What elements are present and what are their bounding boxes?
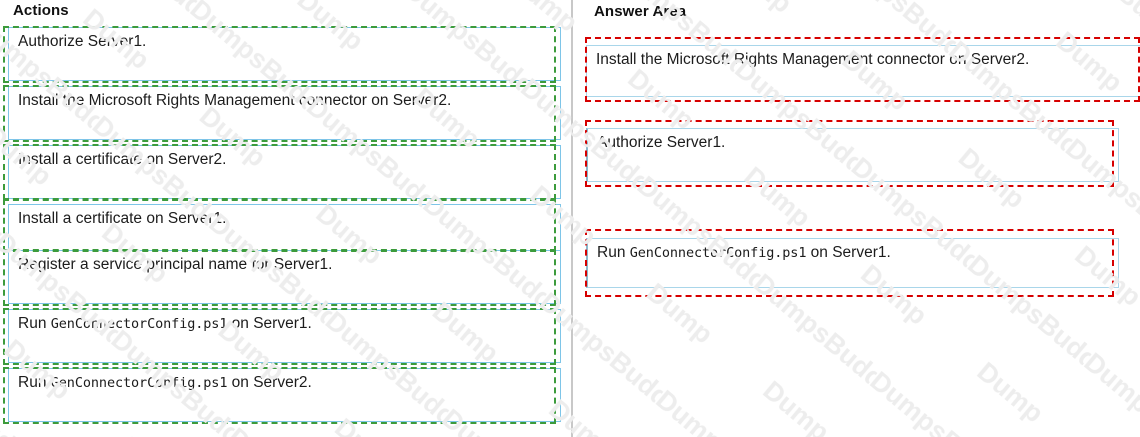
answer-label-suffix: on Server1. (806, 244, 891, 261)
answer-column-header: Answer Area (594, 3, 687, 20)
action-item-label: Install the Microsoft Rights Management … (18, 92, 452, 109)
answer-item-label: Install the Microsoft Rights Management … (596, 51, 1030, 68)
action-label-prefix: Run (18, 374, 51, 391)
actions-column-header: Actions (13, 2, 69, 19)
action-label-suffix: on Server1. (227, 315, 312, 332)
action-item-label: Authorize Server1. (18, 33, 147, 50)
answer-item-authorize-server1[interactable]: Authorize Server1. (586, 128, 1119, 182)
answer-item-install-rms-connector-server2[interactable]: Install the Microsoft Rights Management … (586, 45, 1140, 97)
action-item-label: Register a service principal name for Se… (18, 256, 333, 273)
action-item-install-rms-connector-server2[interactable]: Install the Microsoft Rights Management … (8, 86, 561, 140)
answer-item-run-genconnectorconfig-server1[interactable]: Run GenConnectorConfig.ps1 on Server1. (586, 238, 1119, 288)
answer-label-prefix: Run (597, 244, 630, 261)
actions-panel: Actions Authorize Server1. Install the M… (8, 2, 561, 422)
action-item-run-genconnectorconfig-server2[interactable]: Run GenConnectorConfig.ps1 on Server2. (8, 368, 561, 422)
answer-item-label: Authorize Server1. (597, 134, 726, 151)
action-label-script: GenConnectorConfig.ps1 (50, 375, 228, 391)
action-label-script: GenConnectorConfig.ps1 (50, 316, 228, 332)
action-item-label: Install a certificate on Server2. (18, 151, 227, 168)
answer-label-script: GenConnectorConfig.ps1 (629, 245, 807, 261)
action-item-register-spn-server1[interactable]: Register a service principal name for Se… (8, 250, 561, 304)
action-label-prefix: Run (18, 315, 51, 332)
action-item-label: Run GenConnectorConfig.ps1 on Server1. (9, 310, 318, 334)
action-item-run-genconnectorconfig-server1[interactable]: Run GenConnectorConfig.ps1 on Server1. (8, 309, 561, 363)
action-item-install-certificate-server2[interactable]: Install a certificate on Server2. (8, 145, 561, 199)
answer-panel: Answer Area Install the Microsoft Rights… (574, 0, 1140, 437)
column-divider (571, 0, 573, 437)
action-label-suffix: on Server2. (227, 374, 312, 391)
action-item-label: Run GenConnectorConfig.ps1 on Server2. (9, 369, 318, 393)
action-item-authorize-server1[interactable]: Authorize Server1. (8, 27, 561, 81)
answer-item-label: Run GenConnectorConfig.ps1 on Server1. (588, 239, 897, 263)
action-item-label: Install a certificate on Server1. (18, 210, 227, 227)
